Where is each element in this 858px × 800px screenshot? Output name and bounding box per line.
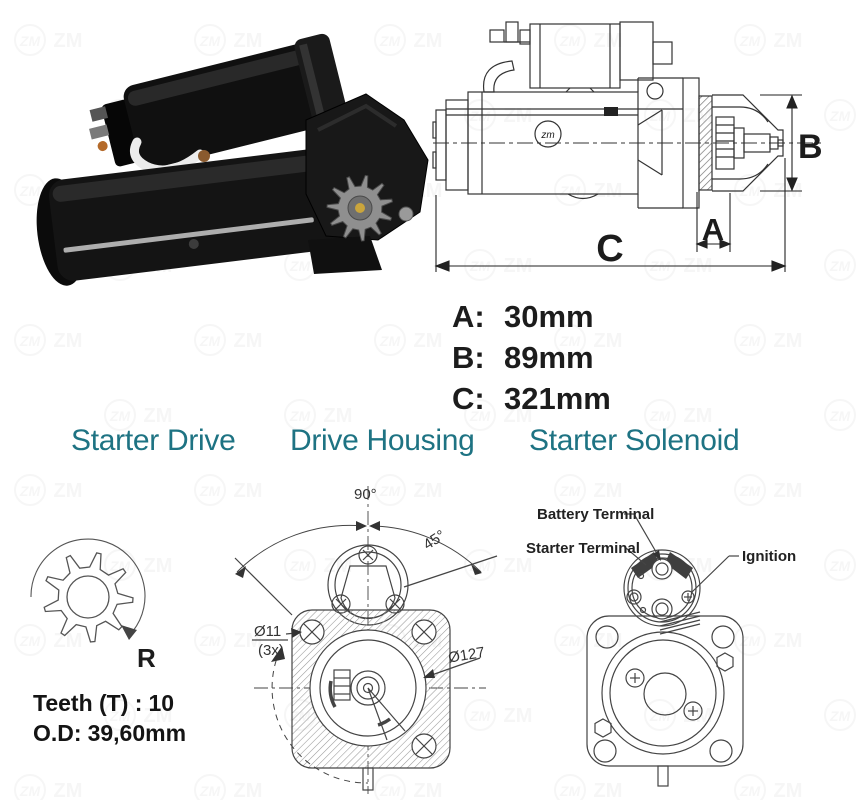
pinion-gear-outline (43, 552, 134, 643)
photo-pinion-gear (326, 174, 414, 242)
photo-wire-tip (198, 150, 210, 162)
dim-c-value: 321mm (504, 381, 611, 416)
dimension-row-b: B: 89mm (452, 337, 611, 378)
side-view-drawing: zm B A C (432, 21, 823, 272)
od-spec-line: O.D:39,60mm (33, 718, 186, 748)
dim-b-value: 89mm (504, 340, 594, 375)
starter-motor-photo (36, 33, 429, 286)
dim-c-label: C: (452, 381, 485, 416)
starter-drive-diagram: R (30, 538, 156, 673)
od-value: 39,60mm (87, 720, 187, 746)
dim-b-letter: B (798, 128, 823, 166)
motor-body-outline (467, 91, 639, 195)
battery-terminal-label: Battery Terminal (537, 506, 654, 523)
motor-end-circle (601, 631, 725, 755)
od-label: O.D: (33, 720, 82, 746)
dim-b-label: B: (452, 340, 485, 375)
teeth-spec-line: Teeth (T) :10 (33, 688, 186, 718)
flange-diameter-label: Ø127 (447, 644, 486, 667)
solenoid-outline (529, 23, 621, 89)
zm-logo-stamp (534, 120, 562, 148)
dimension-row-c: C: 321mm (452, 378, 611, 419)
dim-a-letter: A (702, 212, 724, 247)
starter-solenoid-diagram: Battery Terminal Starter Terminal Igniti… (526, 506, 796, 787)
rotation-arrowhead (121, 625, 137, 640)
gear-spec-text: Teeth (T) :10 O.D:39,60mm (33, 688, 186, 748)
battery-terminal-stud (651, 558, 673, 580)
drive-housing-diagram: 90° 45° Ø11 (3x) Ø127 (234, 486, 498, 794)
photo-bracket-highlight (317, 103, 398, 132)
bolt-count-label: (3x) (258, 642, 284, 659)
angle-90-label: 90° (354, 486, 377, 503)
rotation-direction-label: R (137, 643, 156, 673)
heading-starter-solenoid: Starter Solenoid (529, 424, 740, 457)
angle-45-label: 45° (420, 527, 448, 554)
dimension-list: A: 30mm B: 89mm C: 321mm (452, 296, 611, 419)
bolt-diameter-label: Ø11 (254, 623, 281, 640)
teeth-label: Teeth (T) : (33, 690, 143, 716)
teeth-value: 10 (148, 690, 175, 716)
starter-terminal-stud (651, 598, 673, 620)
battery-leader-arrowhead (653, 550, 661, 561)
gear-bore (66, 575, 110, 619)
dim-a-label: A: (452, 299, 485, 334)
starter-terminal-label: Starter Terminal (526, 540, 640, 557)
rotation-arc (30, 538, 146, 632)
dim-c-letter: C (596, 228, 623, 270)
rotation-arc-arrowhead (271, 646, 285, 662)
zm-logo-text: zm (540, 130, 554, 141)
ignition-label: Ignition (742, 548, 796, 565)
ignition-terminal-screw (681, 590, 695, 604)
photo-body (36, 147, 348, 286)
heading-drive-housing: Drive Housing (290, 424, 475, 457)
photo-mount-lug (308, 236, 382, 274)
dimension-row-a: A: 30mm (452, 296, 611, 337)
dim-a-value: 30mm (504, 299, 594, 334)
heading-starter-drive: Starter Drive (71, 424, 236, 457)
hatched-band (698, 95, 713, 191)
terminal-elbow (482, 60, 515, 93)
